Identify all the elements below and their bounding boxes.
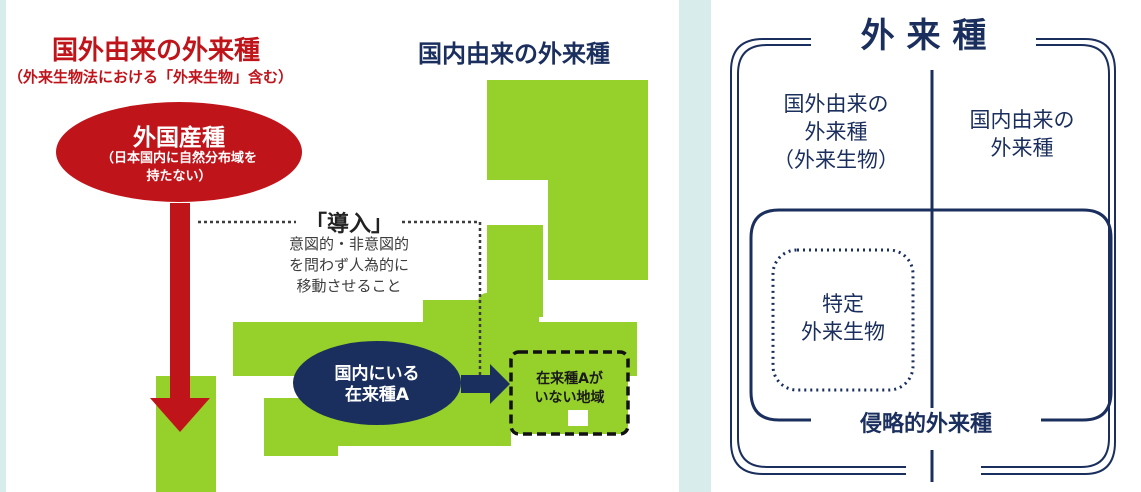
import-arrow-shaft: [170, 203, 190, 401]
domestic-origin-label: 国内由来の 外来種: [969, 108, 1075, 160]
map-region-hokkaido-east: [548, 170, 648, 280]
designated-species-label: 特定 外来生物: [801, 292, 885, 344]
absent-region-label: 在来種Aが いない地域: [534, 371, 605, 406]
japan-map-illustration: [56, 80, 648, 492]
right-panel: 外 来 種 国外由来の 外来種 （外来生物） 国内由来の 外来種 特定 外来生物…: [711, 0, 1141, 492]
import-arrow-head: [150, 398, 210, 432]
introduction-description: 意図的・非意図的 を問わず人為的に 移動させること: [288, 235, 409, 295]
designated-species-box: [771, 248, 915, 392]
outer-frame-inner-line: [737, 44, 1110, 468]
foreign-origin-title: 国外由来の外来種: [52, 36, 261, 66]
invasive-species-box: [749, 208, 1113, 422]
alien-species-venn-diagram: [730, 38, 1116, 482]
domestic-origin-title: 国内由来の外来種: [418, 40, 610, 68]
invasive-species-label: 侵略的外来種: [859, 412, 992, 437]
foreign-origin-subtitle: （外来生物法における「外来生物」含む）: [8, 68, 294, 86]
foreign-species-title: 外国産種: [133, 125, 225, 151]
left-panel: 国外由来の外来種 （外来生物法における「外来生物」含む） 国内由来の外来種 外国…: [6, 0, 679, 492]
native-species-label: 国内にいる 在来種A: [334, 364, 420, 405]
introduction-label: 「導入」: [304, 212, 393, 237]
map-region-hokkaido: [487, 80, 648, 180]
move-arrow-head: [490, 364, 510, 404]
introduction-dotted-line: [198, 220, 482, 386]
foreign-species-note: （日本国内に自然分布域を 持たない）: [100, 151, 257, 184]
alien-species-header: 外 来 種: [860, 16, 987, 56]
absent-region-box: [509, 350, 630, 436]
native-species-ellipse: [293, 341, 461, 425]
foreign-origin-label: 国外由来の 外来種 （外来生物）: [773, 92, 899, 172]
outer-frame-outer-line: [730, 38, 1116, 475]
move-arrow-shaft: [461, 375, 491, 393]
map-gap: [568, 410, 588, 426]
foreign-species-ellipse: [56, 102, 302, 202]
